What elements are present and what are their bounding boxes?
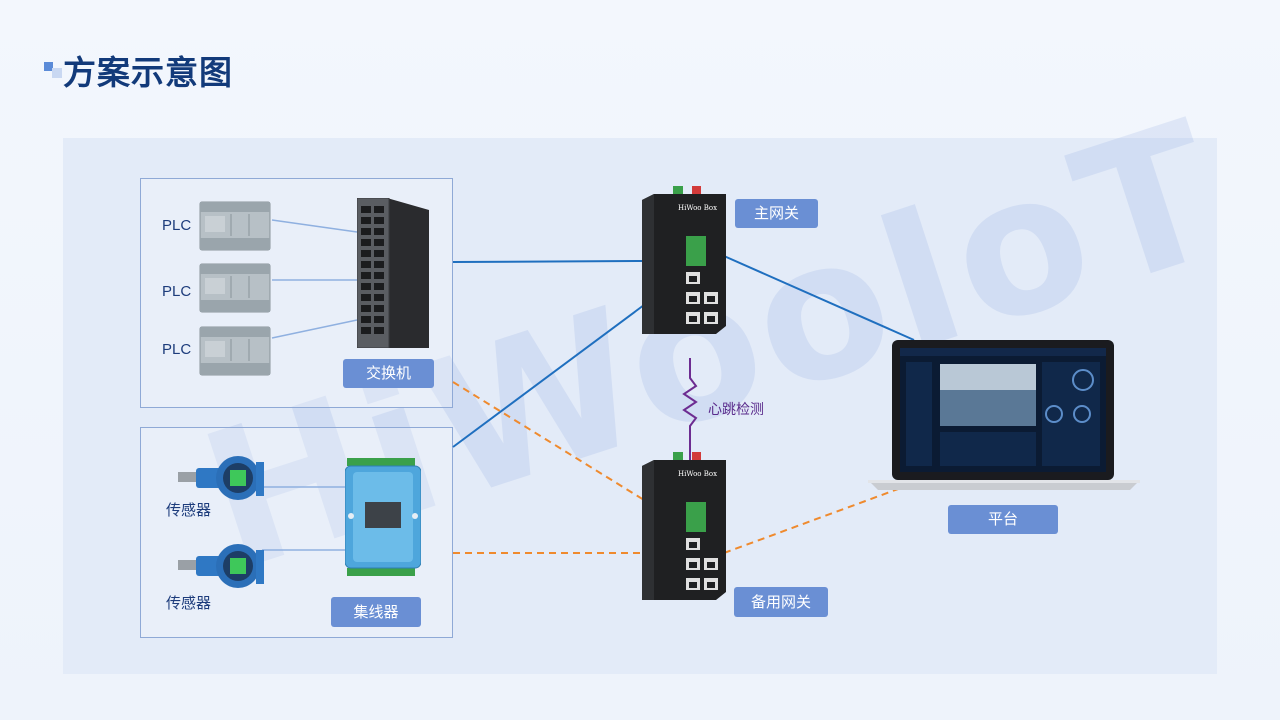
plc-label-3: PLC bbox=[162, 341, 192, 358]
sensor-device-2 bbox=[178, 544, 264, 588]
main-gateway-device bbox=[642, 186, 726, 334]
plc-label-2: PLC bbox=[162, 283, 192, 300]
plc-device-2 bbox=[199, 263, 271, 313]
network-switch-device bbox=[357, 198, 429, 348]
heartbeat-link bbox=[682, 358, 698, 460]
hub-device bbox=[345, 458, 421, 576]
switch-tag: 交换机 bbox=[343, 359, 434, 388]
plc-label-1: PLC bbox=[162, 217, 192, 234]
plc-device-1 bbox=[199, 201, 271, 251]
backup-gateway-brand: HiWoo Box bbox=[678, 470, 718, 478]
platform-laptop bbox=[868, 340, 1140, 490]
hub-main-gateway-link bbox=[452, 304, 645, 448]
plc3-switch-link bbox=[271, 319, 358, 339]
main-gateway-brand: HiWoo Box bbox=[678, 204, 718, 212]
switch-backup-gateway-link bbox=[452, 381, 645, 501]
page-title: 方案示意图 bbox=[63, 53, 233, 92]
platform-tag: 平台 bbox=[948, 505, 1058, 534]
hub-tag: 集线器 bbox=[331, 597, 421, 627]
plc1-switch-link bbox=[271, 219, 358, 233]
sensor-device-1 bbox=[178, 456, 264, 500]
backup-gateway-platform-link bbox=[723, 488, 899, 554]
backup-gateway-device bbox=[642, 452, 726, 600]
backup-gateway-tag: 备用网关 bbox=[734, 587, 828, 617]
heartbeat-label: 心跳检测 bbox=[708, 402, 764, 418]
sensor-label-2: 传感器 bbox=[166, 595, 212, 612]
main-gateway-tag: 主网关 bbox=[735, 199, 818, 228]
sensor-label-1: 传感器 bbox=[166, 502, 212, 519]
main-gateway-platform-link bbox=[723, 255, 915, 341]
title-accent-square-light bbox=[52, 68, 62, 78]
title-accent-square bbox=[44, 62, 53, 71]
plc-device-3 bbox=[199, 326, 271, 376]
switch-main-gateway-link bbox=[452, 260, 645, 263]
